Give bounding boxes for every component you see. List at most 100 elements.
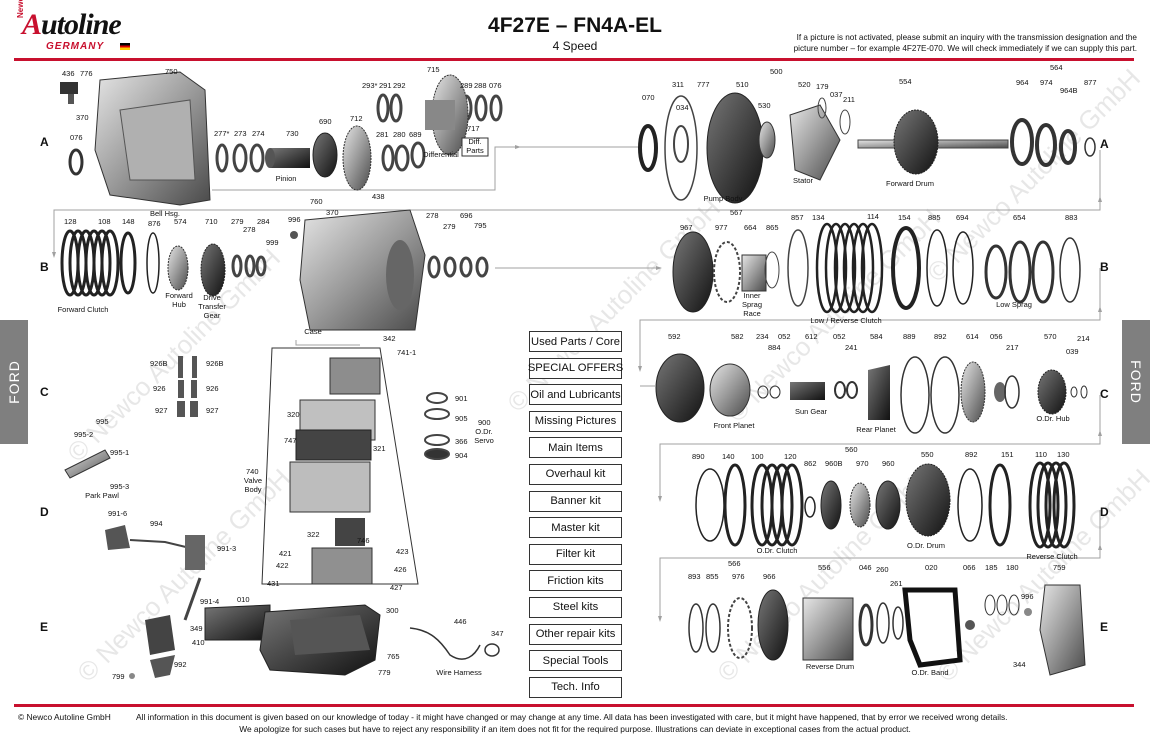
part-label: Hub bbox=[172, 300, 186, 309]
part-number: 570 bbox=[1044, 332, 1057, 341]
part-number: 370 bbox=[76, 113, 89, 122]
overhaul-kit-button[interactable]: Overhaul kit bbox=[529, 463, 622, 485]
part-number: 765 bbox=[387, 652, 400, 661]
part-number: 185 bbox=[985, 563, 998, 572]
part-number: 180 bbox=[1006, 563, 1019, 572]
row-b-left-rings bbox=[231, 254, 489, 279]
part-number: 292 bbox=[393, 81, 406, 90]
part-label: Inner bbox=[743, 291, 761, 300]
oil-lubricants-button[interactable]: Oil and Lubricants bbox=[529, 384, 622, 406]
low-sprag-rings bbox=[984, 237, 1081, 304]
missing-pictures-button[interactable]: Missing Pictures bbox=[529, 410, 622, 432]
filter-kit-button[interactable]: Filter kit bbox=[529, 543, 622, 565]
part-number: 426 bbox=[394, 565, 407, 574]
forward-drum-drawing bbox=[857, 109, 1009, 175]
part-number: 995-1 bbox=[110, 448, 129, 457]
part-number: 996 bbox=[288, 215, 301, 224]
part-number: 134 bbox=[812, 213, 825, 222]
part-number: 901 bbox=[455, 394, 468, 403]
part-number: 349 bbox=[190, 624, 203, 633]
part-number: 446 bbox=[454, 617, 467, 626]
part-number: 717 bbox=[467, 124, 480, 133]
part-number: 344 bbox=[1013, 660, 1026, 669]
friction-kits-button[interactable]: Friction kits bbox=[529, 570, 622, 592]
park-pawl-drawing bbox=[64, 449, 111, 479]
part-number: 321 bbox=[373, 444, 386, 453]
part-number: 241 bbox=[845, 343, 858, 352]
banner-kit-button[interactable]: Banner kit bbox=[529, 490, 622, 512]
part-label: Forward bbox=[165, 291, 193, 300]
page-title: 4F27E – FN4A-EL bbox=[488, 14, 662, 37]
part-number: 926 bbox=[153, 384, 166, 393]
part-number: 566 bbox=[728, 559, 741, 568]
part-number: 274 bbox=[252, 129, 265, 138]
row-letter-d-right: D bbox=[1100, 505, 1109, 519]
brand-logo[interactable]: Newco Autoline GERMANY bbox=[14, 0, 134, 54]
part-number: 889 bbox=[903, 332, 916, 341]
part-number: 550 bbox=[921, 450, 934, 459]
sensor-drawing bbox=[60, 82, 78, 104]
part-number: 855 bbox=[706, 572, 719, 581]
part-number: 976 bbox=[732, 572, 745, 581]
part-label: Servo bbox=[474, 436, 494, 445]
special-tools-button[interactable]: Special Tools bbox=[529, 650, 622, 672]
part-number: 410 bbox=[192, 638, 205, 647]
part-number: 214 bbox=[1077, 334, 1090, 343]
part-number: 154 bbox=[898, 213, 911, 222]
row-letter-c-right: C bbox=[1100, 387, 1109, 401]
part-number: 759 bbox=[1053, 563, 1066, 572]
row-letter-e-left: E bbox=[40, 620, 48, 634]
part-number: 877 bbox=[1084, 78, 1097, 87]
part-number: 261 bbox=[890, 579, 903, 588]
part-number: 741-1 bbox=[397, 348, 416, 357]
used-parts-core-button[interactable]: Used Parts / Core bbox=[529, 331, 622, 352]
part-label: Gear bbox=[204, 311, 221, 320]
part-label: Drive bbox=[203, 293, 221, 302]
part-number: 556 bbox=[818, 563, 831, 572]
other-repair-kits-button[interactable]: Other repair kits bbox=[529, 623, 622, 645]
part-number: 052 bbox=[778, 332, 791, 341]
part-number: 991-4 bbox=[200, 597, 219, 606]
part-label: Diff. bbox=[468, 137, 481, 146]
part-number: 612 bbox=[805, 332, 818, 341]
part-number: 574 bbox=[174, 217, 187, 226]
part-label: Forward Clutch bbox=[58, 305, 109, 314]
part-label: Transfer bbox=[198, 302, 226, 311]
part-label: Reverse Clutch bbox=[1026, 552, 1077, 561]
part-number: 347 bbox=[491, 629, 504, 638]
side-tab-left[interactable]: FORD bbox=[0, 320, 28, 444]
part-number: 320 bbox=[287, 410, 300, 419]
side-tab-right[interactable]: FORD bbox=[1122, 320, 1150, 444]
page-subtitle: 4 Speed bbox=[552, 39, 598, 53]
special-offers-button[interactable]: SPECIAL OFFERS bbox=[528, 357, 623, 379]
valve-body-box bbox=[261, 347, 419, 585]
steel-kits-button[interactable]: Steel kits bbox=[529, 596, 622, 618]
part-number: 260 bbox=[876, 565, 889, 574]
part-number: 148 bbox=[122, 217, 135, 226]
master-kit-button[interactable]: Master kit bbox=[529, 517, 622, 539]
part-number: 740 bbox=[246, 467, 259, 476]
part-number: 140 bbox=[722, 452, 735, 461]
part-number: 900 bbox=[478, 418, 491, 427]
forward-hub-drawing bbox=[167, 243, 226, 297]
part-number: 799 bbox=[112, 672, 125, 681]
seal-drawings bbox=[68, 148, 84, 176]
part-number: 554 bbox=[899, 77, 912, 86]
part-number: 179 bbox=[816, 82, 829, 91]
part-label: Bell Hsg. bbox=[150, 209, 180, 218]
part-label: Race bbox=[743, 309, 761, 318]
main-items-button[interactable]: Main Items bbox=[529, 437, 622, 459]
part-number: 760 bbox=[310, 197, 323, 206]
part-number: 996 bbox=[1021, 592, 1034, 601]
part-number: 293* bbox=[362, 81, 378, 90]
part-number: 926B bbox=[150, 359, 168, 368]
footer-disclaimer-1: All information in this document is give… bbox=[136, 712, 1008, 722]
tech-info-button[interactable]: Tech. Info bbox=[529, 676, 622, 698]
part-number: 890 bbox=[692, 452, 705, 461]
row-c-right-drawings bbox=[655, 353, 1088, 434]
filter-drawing bbox=[204, 604, 271, 641]
part-label: Front Planet bbox=[714, 421, 756, 430]
part-number: 066 bbox=[963, 563, 976, 572]
part-number: 750 bbox=[165, 67, 178, 76]
